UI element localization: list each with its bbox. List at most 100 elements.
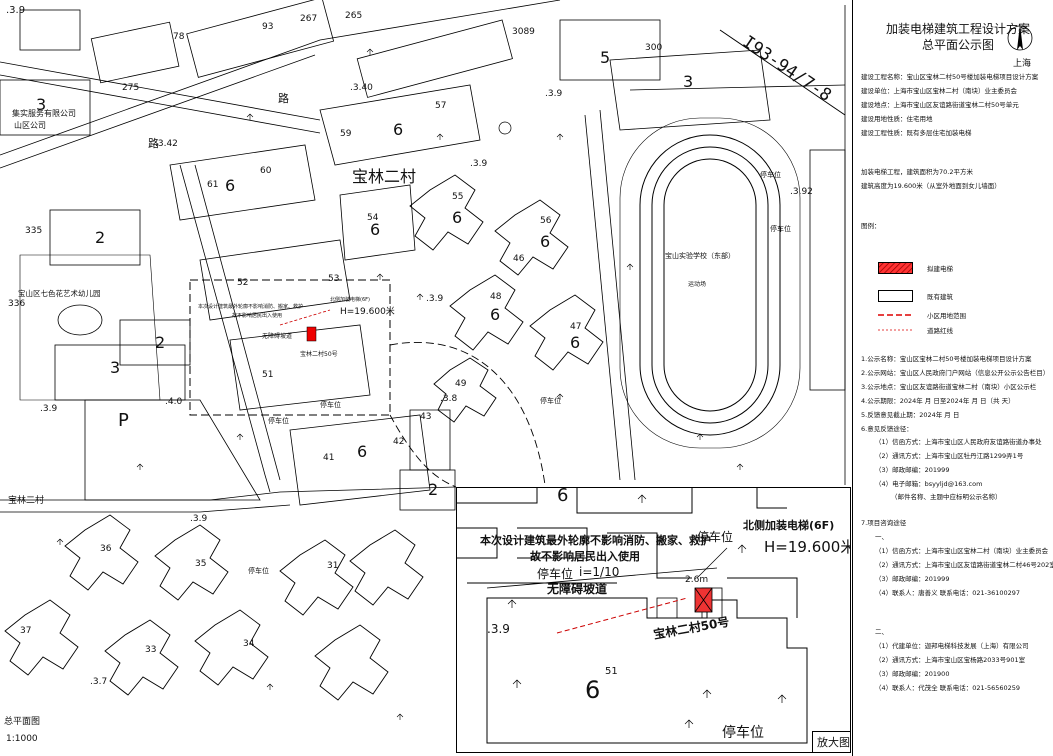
building-number: 52: [237, 278, 249, 288]
legend-label: 拟建电梯: [927, 265, 953, 273]
zoom-drawing: [457, 488, 808, 744]
note-line: 4.公示期限：2024年 月 日至2024年 月 日（共 天）: [861, 397, 1015, 405]
note-line: 5.反馈意见截止期：2024年 月 日: [861, 411, 960, 419]
panel-subtitle: 总平面公示图: [921, 38, 994, 52]
estate-name-small: 宝林二村: [8, 496, 45, 506]
kindergarten-label: 宝山区七色花艺术幼儿园: [18, 289, 101, 298]
info-line: 建设工程名称：宝山区宝林二村50号楼加装电梯项目设计方案: [861, 73, 1039, 81]
zoom-parking: 停车位: [697, 530, 734, 544]
building-number: 59: [340, 129, 352, 139]
legend-item-boundary: 小区用地范围: [878, 310, 966, 320]
building-storeys: 6: [490, 305, 501, 324]
consult-line: （3）邮政邮编：201900: [875, 670, 950, 678]
note-line: 6.意见反馈途径：: [861, 425, 913, 433]
elevation: .4.0: [165, 397, 183, 407]
box-swatch-icon: [878, 290, 913, 302]
north-arrow-icon: [1007, 24, 1033, 51]
parking-label: 停车位: [268, 417, 289, 425]
consult-line: （2）通讯方式：上海市宝山区友谊路街道宝林二村46号202室: [875, 561, 1053, 569]
building-number: 53: [328, 274, 340, 284]
zoom-parking-3: 停车位: [722, 725, 764, 741]
building-storeys: 6: [452, 208, 463, 227]
consult-title: 7.项目咨询途径: [861, 519, 907, 527]
note-line: （4）电子邮箱：bsyyljd@163.com: [875, 480, 983, 488]
building-number: 275: [122, 83, 140, 93]
parking-label: 停车位: [760, 171, 781, 179]
building-storeys: 6: [225, 176, 236, 195]
consult-line: （4）联系人：唐善义 联系电话：021-36100297: [875, 589, 1021, 597]
building-storeys: 6: [393, 120, 404, 139]
zoom-ramp: 无障碍坡道: [547, 582, 608, 596]
building-storeys: 6: [570, 333, 581, 352]
elevation: .3.9: [190, 514, 208, 524]
zoom-dim: 2.6m: [685, 575, 709, 585]
note-line: （2）通讯方式：上海市宝山区牡丹江路1299弄1号: [875, 452, 1024, 460]
building-number: 46: [513, 254, 525, 264]
zoom-fire-note: 本次设计建筑最外轮廓不影响消防、搬家、救护: [480, 534, 711, 547]
building-storeys: 6: [540, 232, 551, 251]
info-line: 建设工程性质：既有多层住宅加装电梯: [861, 129, 972, 137]
map-label: .3.9: [6, 5, 26, 16]
zoom-inset: 6 本次设计建筑最外轮廓不影响消防、搬家、救护 故不影响居民出入使用 停车位 北…: [456, 487, 851, 753]
zoom-storeys: 6: [557, 487, 569, 506]
building-number: 56: [540, 216, 552, 226]
map-drawing: [0, 0, 846, 720]
building-storeys: 3: [110, 358, 121, 377]
zoom-elevator-note: 北侧加装电梯(6F): [743, 519, 835, 532]
elevation: .3.9: [545, 89, 563, 99]
note-line: （1）信函方式：上海市宝山区人民政府友谊路街道办事处: [875, 438, 1042, 446]
elevation: .3.40: [350, 83, 373, 93]
dotted-line-icon: [878, 329, 913, 331]
building-number: 57: [435, 101, 447, 111]
parking-label: 停车位: [770, 225, 791, 233]
building-number: 51: [262, 370, 274, 380]
legend-label: 道路红线: [927, 327, 953, 335]
building-number: 265: [345, 11, 363, 21]
info-panel: 加装电梯建筑工程设计方案 总平面公示图 上海 建设工程名称：宝山区宝林二村50号…: [853, 0, 1053, 756]
building-storeys: 2: [95, 228, 106, 247]
consult-line: （1）信函方式：上海市宝山区宝林二村（南块）业主委员会: [875, 547, 1049, 555]
building-storeys: P: [118, 410, 129, 431]
zoom-building-number: 51: [605, 666, 618, 677]
company-label-2: 山区公司: [14, 121, 46, 130]
desc-line: 加装电梯工程，建筑面积为70.2平方米: [861, 168, 973, 176]
parking-label: 停车位: [540, 397, 561, 405]
consult-line: （1）代建单位：迦邦电梯科技发展（上海）有限公司: [875, 642, 1029, 650]
building-storeys: 3: [683, 72, 694, 91]
building-number: 48: [490, 292, 502, 302]
info-line: 建设地点：上海市宝山区友谊路街道宝林二村50号单元: [861, 101, 1019, 109]
hatch-swatch-icon: [878, 262, 913, 274]
building-storeys: 6: [357, 442, 368, 461]
legend-item-building: 既有建筑: [878, 290, 953, 302]
estate-name: 宝林二村: [352, 167, 417, 186]
consult-b-head: 二、: [875, 628, 888, 636]
elevation: .3.9: [470, 159, 488, 169]
building-number: 55: [452, 192, 464, 202]
legend-item-elevator: 拟建电梯: [878, 262, 953, 274]
zoom-fire-note-2: 故不影响居民出入使用: [530, 550, 640, 563]
legend-label: 既有建筑: [927, 293, 953, 301]
panel-title: 加装电梯建筑工程设计方案: [885, 22, 1030, 36]
building-storeys: 5: [600, 48, 611, 67]
building-storeys: 6: [370, 220, 381, 239]
building-number: 43: [420, 412, 432, 422]
note-line: 1.公示名称：宝山区宝林二村50号楼加装电梯项目设计方案: [861, 355, 1032, 363]
school-name: 宝山实验学校（东部）: [665, 252, 735, 260]
legend-title: 图例：: [861, 222, 881, 230]
building-number: 93: [262, 22, 274, 32]
consult-line: （2）通讯方式：上海市宝山区宝杨路2033号901室: [875, 656, 1026, 664]
building-storeys: 2: [155, 333, 166, 352]
building-number: 78: [173, 32, 185, 42]
building-number: 36: [100, 544, 112, 554]
zoom-storeys: 6: [585, 676, 601, 704]
building-storeys: 2: [428, 480, 439, 499]
elevation: .3.9: [40, 404, 58, 414]
building-number: 41: [323, 453, 335, 463]
building-50-small: 宝林二村50号: [300, 351, 338, 358]
building-storeys: 3: [36, 95, 47, 114]
legend-item-road: 道路红线: [878, 325, 953, 335]
road-label-2: 路: [148, 137, 159, 150]
building-number: 61: [207, 180, 219, 190]
zoom-elevation: .3.9: [487, 622, 510, 636]
consult-a-head: 一、: [875, 533, 888, 541]
